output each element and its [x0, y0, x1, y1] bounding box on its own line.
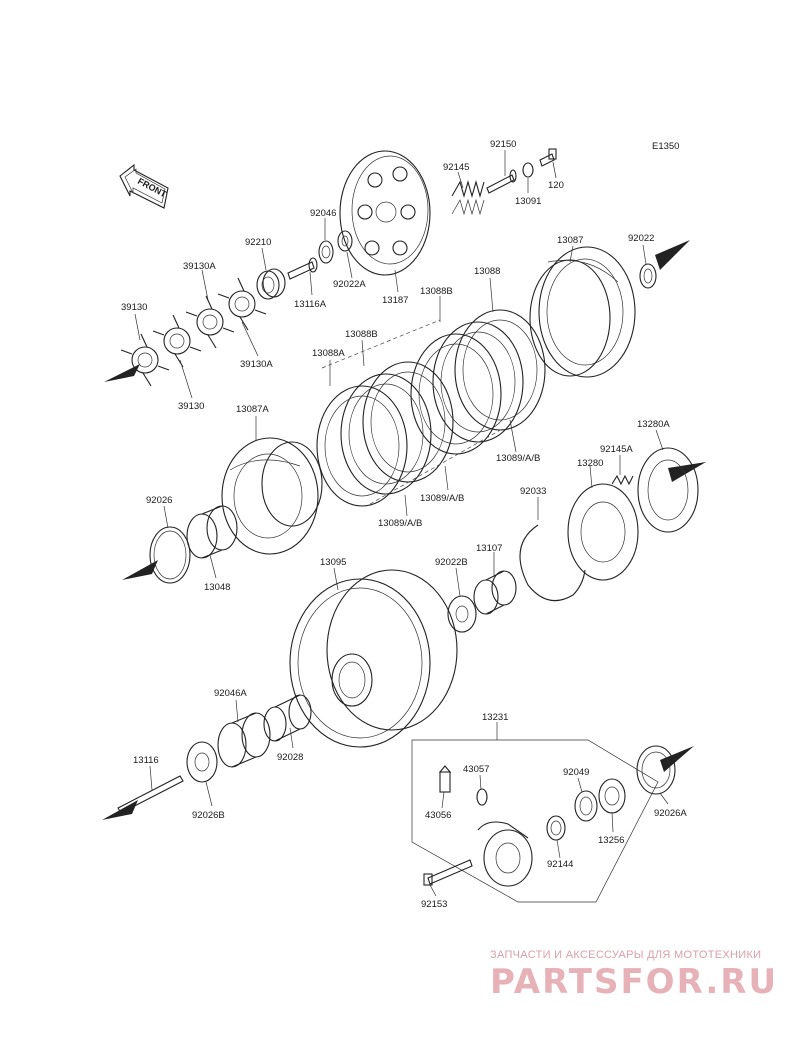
label-13231: 13231 — [482, 712, 508, 723]
release-assembly-13231 — [411, 739, 659, 903]
sleeve-13048 — [186, 505, 238, 559]
needle-bearing-92046A — [217, 712, 271, 768]
label-13088A: 13088A — [312, 348, 345, 359]
label-92046A: 92046A — [214, 688, 247, 699]
label-13095: 13095 — [320, 557, 346, 568]
label-13280: 13280 — [577, 458, 603, 469]
label-92153: 92153 — [421, 899, 447, 910]
washer-92022A — [337, 230, 353, 252]
collar-92028 — [263, 694, 312, 742]
bleeder-43056 — [438, 765, 452, 793]
washer-92026B — [186, 741, 218, 783]
label-92026: 92026 — [146, 495, 172, 506]
spring-92144 — [546, 815, 566, 841]
gasket-92026A — [636, 745, 676, 795]
damper-spring-92145A — [611, 474, 634, 486]
label-92144: 92144 — [547, 859, 573, 870]
watermark-logo: PARTSFOR.RU — [490, 962, 779, 1002]
label-92033: 92033 — [520, 486, 546, 497]
damper-plate-13280 — [567, 483, 639, 581]
cap-43057 — [476, 788, 488, 806]
label-13088: 13088 — [474, 266, 500, 277]
diagram-code: E1350 — [652, 141, 679, 152]
pusher-13116A — [287, 257, 318, 280]
bearing-92046 — [318, 240, 334, 264]
label-39130A: 39130A — [240, 359, 273, 370]
label-13256: 13256 — [598, 835, 624, 846]
label-92150: 92150 — [490, 139, 516, 150]
clutch-hub-13087A — [221, 437, 323, 555]
label-120: 120 — [548, 180, 564, 191]
label-39130: 39130 — [121, 302, 147, 313]
label-13089: 13089/A/B — [378, 518, 422, 529]
part-labels: 39130 39130 39130A 39130A 92210 92046 13… — [121, 139, 687, 910]
label-39130A: 39130A — [183, 261, 216, 272]
seal-92049 — [574, 790, 598, 822]
label-92145: 92145 — [443, 162, 469, 173]
label-13116: 13116 — [133, 755, 159, 766]
label-92022B: 92022B — [435, 557, 468, 568]
label-13280A: 13280A — [637, 419, 670, 430]
label-13048: 13048 — [204, 582, 230, 593]
bolt-120 — [539, 148, 557, 167]
label-92028: 92028 — [277, 752, 303, 763]
label-92022A: 92022A — [333, 279, 366, 290]
clutch-plates-stack — [316, 309, 546, 507]
label-13089: 13089/A/B — [420, 493, 464, 504]
label-39130: 39130 — [178, 401, 204, 412]
label-92026B: 92026B — [192, 810, 225, 821]
label-13107: 13107 — [476, 543, 502, 554]
label-13091: 13091 — [515, 196, 541, 207]
label-92022: 92022 — [628, 233, 654, 244]
label-13187: 13187 — [382, 295, 408, 306]
collar-92022 — [639, 263, 657, 289]
label-13087: 13087 — [557, 235, 583, 246]
clutch-hub-13087 — [529, 246, 636, 378]
bolt-92150 — [486, 169, 517, 194]
washer-13091 — [522, 162, 534, 178]
bearing-13107 — [473, 570, 517, 615]
bolt-92153 — [423, 859, 473, 886]
axis-arrows — [102, 240, 706, 820]
watermark-tagline: ЗАПЧАСТИ И АКСЕССУАРЫ ДЛЯ МОТОТЕХНИКИ — [490, 949, 762, 961]
circlip-92033 — [519, 524, 586, 602]
bearing-92210 — [256, 268, 286, 300]
label-43057: 43057 — [463, 764, 489, 775]
label-13089: 13089/A/B — [496, 453, 540, 464]
label-92046: 92046 — [310, 208, 336, 219]
rod-13116 — [117, 775, 184, 814]
front-arrow-icon: FRONT — [119, 163, 169, 209]
oring-92026 — [149, 526, 191, 584]
pressure-plate-13187 — [339, 150, 431, 276]
label-92210: 92210 — [245, 237, 271, 248]
spring-92145 — [451, 179, 485, 216]
label-13088B: 13088B — [345, 329, 378, 340]
label-13088B: 13088B — [420, 286, 453, 297]
damper-plate-13280A — [637, 447, 699, 533]
label-13116A: 13116A — [294, 299, 327, 310]
clutch-housing-13095 — [289, 569, 458, 748]
leader-lines — [134, 150, 669, 897]
piston-13256 — [598, 778, 626, 814]
label-92145A: 92145A — [600, 444, 633, 455]
label-92049: 92049 — [563, 767, 589, 778]
washer-92022B — [447, 595, 477, 633]
label-13087A: 13087A — [236, 404, 269, 415]
lifter-plates — [120, 277, 267, 387]
label-43056: 43056 — [425, 810, 451, 821]
label-92026A: 92026A — [654, 808, 687, 819]
